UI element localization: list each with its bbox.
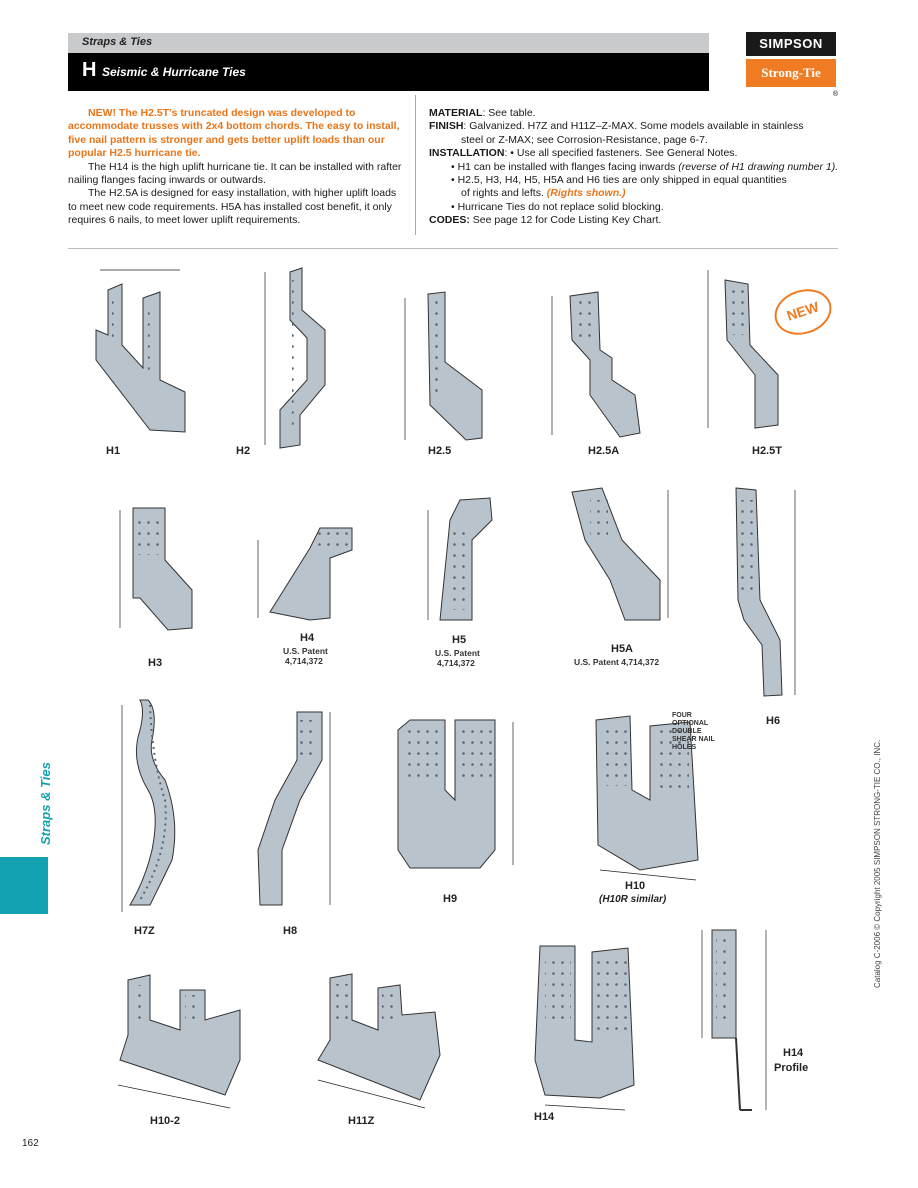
h8-drawing xyxy=(257,711,331,906)
h5-drawing xyxy=(427,497,493,621)
label-h9: H9 xyxy=(443,893,458,905)
page-title: Seismic & Hurricane Ties xyxy=(102,65,246,79)
label-h5-patent-number: 4,714,372 xyxy=(437,658,475,668)
h14-drawing xyxy=(534,945,635,1111)
installation-value: : • Use all specified fasteners. See Gen… xyxy=(504,147,738,160)
bullet-rights-lefts-2: of rights and lefts. (Rights shown.) xyxy=(429,187,849,200)
h7z-drawing xyxy=(121,699,176,912)
intro-paragraph-h14: The H14 is the high uplift hurricane tie… xyxy=(68,160,402,187)
label-h11z: H11Z xyxy=(348,1115,375,1127)
h6-drawing xyxy=(735,487,796,697)
column-divider xyxy=(415,95,416,235)
h2-drawing xyxy=(264,267,326,449)
label-h1: H1 xyxy=(106,445,121,457)
section-letter: H xyxy=(82,59,97,81)
material-value: : See table. xyxy=(482,107,536,119)
intro-text: NEW! The H2.5T's truncated design was de… xyxy=(68,107,403,228)
h10-drawing xyxy=(595,715,699,881)
label-h5a-patent: U.S. Patent 4,714,372 xyxy=(574,657,660,667)
finish-line-2: steel or Z-MAX; see Corrosion-Resistance… xyxy=(461,133,708,146)
installation-line: INSTALLATION: • Use all specified fasten… xyxy=(429,147,849,160)
h14-profile-drawing xyxy=(701,929,767,1111)
intro-new-paragraph: NEW! The H2.5T's truncated design was de… xyxy=(68,107,400,160)
h9-drawing xyxy=(397,719,514,869)
label-h5a: H5A xyxy=(611,643,634,655)
label-h8: H8 xyxy=(283,925,298,937)
label-h3: H3 xyxy=(148,657,163,669)
label-h10-note: (H10R similar) xyxy=(599,894,667,905)
h10-2-drawing xyxy=(117,974,241,1109)
bullet-rights-lefts-text: of rights and lefts. xyxy=(461,187,547,200)
label-h4: H4 xyxy=(300,632,315,644)
page-number: 162 xyxy=(22,1138,39,1149)
installation-label: INSTALLATION xyxy=(429,147,505,160)
codes-value: See page 12 for Code Listing Key Chart. xyxy=(469,214,662,227)
h5a-drawing xyxy=(571,487,669,621)
h10-optional-holes-note: FOUR OPTIONAL DOUBLE SHEAR NAIL HOLES xyxy=(672,712,715,751)
material-line: MATERIAL: See table. xyxy=(429,107,849,120)
finish-line: FINISH: Galvanized. H7Z and H11Z–Z-MAX. … xyxy=(429,120,849,133)
h11z-drawing xyxy=(317,973,441,1109)
label-h7z: H7Z xyxy=(134,925,155,937)
bullet-blocking: • Hurricane Ties do not replace solid bl… xyxy=(451,200,664,213)
material-label: MATERIAL xyxy=(429,107,483,119)
finish-label: FINISH xyxy=(429,120,464,133)
rights-shown-note: (Rights shown.) xyxy=(546,187,626,200)
codes-line: CODES: See page 12 for Code Listing Key … xyxy=(429,214,849,227)
label-h4-patent-number: 4,714,372 xyxy=(285,656,323,666)
label-h14-profile: H14 xyxy=(783,1047,804,1059)
bullet-h1-italic: (reverse of H1 drawing number 1). xyxy=(678,160,839,173)
h4-drawing xyxy=(257,527,353,621)
section-divider xyxy=(68,248,838,249)
h1-drawing xyxy=(95,269,186,433)
bullet-h1: • H1 can be installed with flanges facin… xyxy=(429,161,849,174)
specifications: MATERIAL: See table. FINISH: Galvanized.… xyxy=(429,107,849,228)
label-h5: H5 xyxy=(452,634,467,646)
finish-value: : Galvanized. H7Z and H11Z–Z-MAX. Some m… xyxy=(463,120,804,133)
section-label: Straps & Ties xyxy=(82,36,153,48)
logo-top: SIMPSON xyxy=(746,32,836,56)
label-h25t: H2.5T xyxy=(752,445,782,457)
label-h14: H14 xyxy=(534,1111,555,1123)
side-tab-label: Straps & Ties xyxy=(38,762,53,845)
label-h25: H2.5 xyxy=(428,445,452,457)
h3-drawing xyxy=(119,507,193,631)
section-bar: Straps & Ties xyxy=(68,33,709,53)
logo-bottom: Strong-Tie xyxy=(746,59,836,87)
label-h5-patent: U.S. Patent xyxy=(435,648,480,658)
label-h14-profile-2: Profile xyxy=(774,1062,809,1074)
label-h10: H10 xyxy=(625,880,646,892)
bullet-h1-text: • H1 can be installed with flanges facin… xyxy=(451,160,679,173)
h25-drawing xyxy=(404,291,483,441)
copyright: Catalog C-2006 © Copyright 2005 SIMPSON … xyxy=(873,739,882,988)
simpson-logo: SIMPSON Strong-Tie ® xyxy=(746,32,838,98)
side-tab xyxy=(0,857,48,914)
intro-paragraph-h25a: The H2.5A is designed for easy installat… xyxy=(68,187,397,227)
label-h10-2: H10-2 xyxy=(150,1115,180,1127)
label-h25a: H2.5A xyxy=(588,445,620,457)
bullet-rights-lefts: • H2.5, H3, H4, H5, H5A and H6 ties are … xyxy=(451,174,787,187)
h25t-drawing xyxy=(707,270,779,429)
label-h2: H2 xyxy=(236,445,251,457)
label-h4-patent: U.S. Patent xyxy=(283,646,328,656)
h25a-drawing xyxy=(551,291,641,438)
title-bar: H Seismic & Hurricane Ties xyxy=(68,53,709,91)
logo-mark: ® xyxy=(832,91,838,98)
codes-label: CODES: xyxy=(429,214,470,227)
label-h6: H6 xyxy=(766,715,781,727)
